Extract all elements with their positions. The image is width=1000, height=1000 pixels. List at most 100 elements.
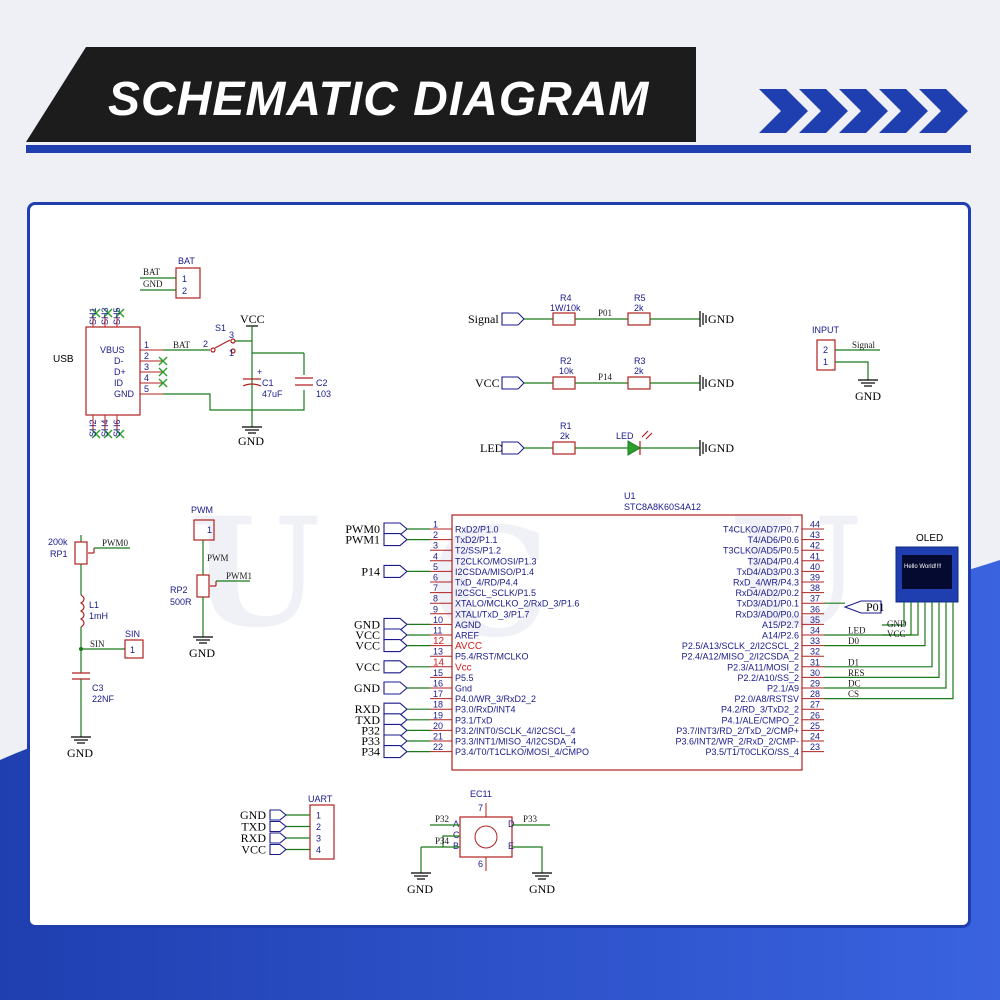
net-label: LED [848, 626, 866, 636]
svg-text:R1: R1 [560, 421, 572, 431]
svg-text:C3: C3 [92, 683, 104, 693]
mcu-pin-number: 21 [433, 732, 443, 742]
mcu-pin-number: 14 [433, 657, 445, 668]
net-port [383, 639, 408, 653]
svg-text:A: A [453, 819, 459, 829]
svg-text:C1: C1 [262, 378, 274, 388]
svg-text:GND: GND [189, 646, 215, 660]
mcu-pin-name: P3.6/INT2/WR_2/RxD_2/CMP- [675, 737, 799, 747]
mcu-pin-name: T2CLKO/MOSI/P1.3 [455, 556, 537, 566]
svg-text:1: 1 [823, 357, 828, 367]
svg-text:PWM: PWM [207, 553, 229, 563]
pwm-connector: PWM 1 PWM [191, 505, 229, 575]
mcu-pin-name: T3/AD4/P0.4 [747, 556, 799, 566]
oled-display: OLED Hello World!!!! GND VCC [824, 533, 959, 700]
svg-text:VCC: VCC [240, 312, 265, 326]
svg-text:1: 1 [144, 340, 149, 350]
mcu-pin-name: TxD4/AD3/P0.3 [736, 567, 799, 577]
svg-text:GND: GND [887, 619, 907, 629]
svg-text:VCC: VCC [887, 629, 906, 639]
net-label: VCC [355, 660, 380, 674]
svg-text:C: C [453, 830, 460, 840]
net-port [383, 533, 408, 547]
net-label: RXD [355, 702, 381, 716]
svg-text:22NF: 22NF [92, 694, 115, 704]
mcu-pin-name: A14/P2.6 [762, 631, 799, 641]
mcu-pin-number: 7 [433, 583, 438, 593]
svg-text:ID: ID [114, 378, 124, 388]
p01-port: P01 [843, 600, 885, 614]
net-label: RXD [241, 831, 267, 845]
net-label: VCC [355, 639, 380, 653]
mcu-pin-number: 1 [433, 520, 438, 530]
svg-text:INPUT: INPUT [812, 325, 840, 335]
mcu-pin-name: P4.2/RD_3/TxD2_2 [721, 705, 799, 715]
oled-wire [882, 602, 905, 626]
mcu-pin-name: RxD_4/WR/P4.3 [733, 578, 799, 588]
svg-text:2: 2 [823, 345, 828, 355]
mcu-pin-number: 22 [433, 742, 443, 752]
svg-text:PWM1: PWM1 [226, 571, 252, 581]
mcu-pin-name: RxD2/P1.0 [455, 525, 499, 535]
mcu-pin-name: Gnd [455, 684, 472, 694]
net-port [383, 702, 408, 716]
mcu-pin-name: P3.0/RxD/INT4 [455, 705, 516, 715]
signal-row: Signal R4 1W/10k P01 R5 2k GND [468, 293, 734, 327]
mcu-pin-name: XTALO/MCLKO_2/RxD_3/P1.6 [455, 599, 579, 609]
watermark: U C U [190, 485, 861, 671]
svg-text:GND: GND [238, 434, 264, 448]
capacitor-c2: C2 103 [295, 377, 331, 399]
svg-text:R4: R4 [560, 293, 572, 303]
svg-text:103: 103 [316, 389, 331, 399]
mcu-pin-name: P4.0/WR_3/RxD2_2 [455, 694, 536, 704]
svg-text:UART: UART [308, 794, 333, 804]
svg-text:U1: U1 [624, 491, 636, 501]
mcu-pin-name: XTALI/TxD_3/P1.7 [455, 609, 529, 619]
schematic-drawing: U C U BAT 1 2 BAT GND USB VBUS D- D+ ID … [48, 256, 959, 896]
mcu-pin-number: 11 [433, 626, 442, 636]
mcu-pin-number: 10 [433, 615, 443, 625]
net-label: GND [354, 681, 380, 695]
svg-text:SH1: SH1 [88, 307, 98, 325]
svg-text:SIN: SIN [125, 629, 140, 639]
net-port [383, 564, 408, 578]
mcu-pin-name: P4.1/ALE/CMPO_2 [721, 715, 799, 725]
svg-text:P32: P32 [435, 814, 449, 824]
net-label: TXD [355, 713, 380, 727]
mcu-pin-number: 13 [433, 647, 443, 657]
oled-wire [824, 602, 926, 647]
svg-text:10k: 10k [559, 366, 574, 376]
svg-text:Signal: Signal [468, 312, 499, 326]
mcu-pin-number: 32 [810, 647, 820, 657]
net-label: TXD [241, 820, 266, 834]
uart-pin-number: 1 [316, 811, 321, 821]
vcc-symbol: VCC [240, 312, 265, 410]
svg-text:1: 1 [130, 645, 135, 655]
mcu-pin-name: AREF [455, 631, 480, 641]
svg-text:Signal: Signal [852, 340, 876, 350]
svg-text:GND: GND [529, 882, 555, 896]
mcu-pin-name: TxD3/AD1/P0.1 [736, 599, 799, 609]
led-row: LED R1 2k LED GND [480, 421, 734, 456]
mcu-pin-number: 38 [810, 583, 820, 593]
svg-text:R5: R5 [634, 293, 646, 303]
mcu-pin-number: 41 [810, 551, 820, 561]
mcu-pin-number: 23 [810, 742, 820, 752]
svg-text:+: + [257, 367, 262, 377]
mcu-pin-number: 39 [810, 573, 820, 583]
svg-text:S1: S1 [215, 323, 226, 333]
mcu-pin-number: 15 [433, 668, 443, 678]
svg-text:2k: 2k [634, 366, 644, 376]
mcu-pin-number: 3 [433, 541, 438, 551]
capacitor-c1: + C1 47uF [242, 367, 283, 399]
mcu-pin-name: T4/AD6/P0.6 [747, 535, 799, 545]
svg-text:SH5: SH5 [112, 307, 122, 325]
svg-text:GND: GND [67, 746, 93, 760]
potentiometer-rp1: 200k RP1 PWM0 [48, 535, 130, 595]
svg-text:2k: 2k [560, 431, 570, 441]
net-label: P32 [361, 723, 380, 737]
oled-wire [824, 602, 940, 678]
svg-text:1: 1 [207, 525, 212, 535]
